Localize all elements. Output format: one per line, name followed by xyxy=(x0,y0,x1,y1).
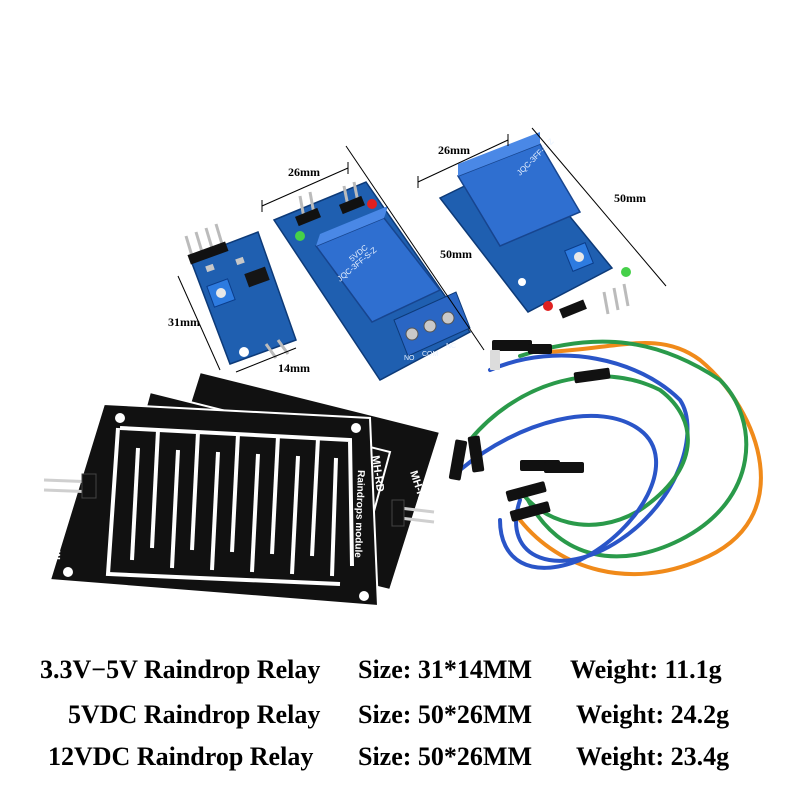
relay-cube-2 xyxy=(456,143,582,247)
relay1-dimension-lines xyxy=(261,145,485,351)
spec-row-2: 5VDC Raindrop Relay Size: 50*26MM Weight… xyxy=(0,700,800,740)
dim-relay2-height: 50mm xyxy=(614,191,646,205)
dim-relay2-width: 26mm xyxy=(438,143,470,157)
jumper-wires xyxy=(458,339,763,577)
dim-small-width: 14mm xyxy=(278,361,310,375)
dim-relay1-width: 26mm xyxy=(288,165,320,179)
led-green-1 xyxy=(295,231,305,241)
dim-small-height: 31mm xyxy=(168,315,200,329)
spec-name-3: 12VDC Raindrop Relay xyxy=(48,742,314,771)
terminal-nc-1: NC xyxy=(446,343,456,350)
comparator-chip xyxy=(244,266,270,288)
sensor-module-label: Raindrops module xyxy=(352,470,366,559)
small-dimension-lines xyxy=(177,275,297,373)
led-red-2 xyxy=(543,301,553,311)
spec-name-2: 5VDC Raindrop Relay xyxy=(68,700,321,729)
small-control-module xyxy=(184,223,297,365)
product-photo: 31mm 14mm 5VDC JQC-3FF-S-Z NO COM NC xyxy=(43,127,763,608)
dupont-connectors xyxy=(448,340,611,522)
sensor-front-model-label: MH-RD xyxy=(49,519,64,560)
spec-size-2: Size: 50*26MM xyxy=(358,700,533,729)
led-red-1 xyxy=(367,199,377,209)
relay2-dimension-lines xyxy=(417,127,667,287)
spec-size-1: Size: 31*14MM xyxy=(358,655,533,684)
relay-module-5v: 5VDC JQC-3FF-S-Z NO COM NC xyxy=(272,181,472,381)
sensor-mid-model-label: MH-RD xyxy=(369,455,386,493)
terminal-com-1: COM xyxy=(422,351,439,358)
spec-row-3: 12VDC Raindrop Relay Size: 50*26MM Weigh… xyxy=(0,742,800,782)
spec-row-1: 3.3V−5V Raindrop Relay Size: 31*14MM Wei… xyxy=(0,655,800,695)
rain-sensor-front: MH-RD Raindrops module MH-RD xyxy=(48,402,386,608)
terminal-no-1: NO xyxy=(404,355,415,362)
spec-name-1: 3.3V−5V Raindrop Relay xyxy=(40,655,321,684)
spec-weight-1: Weight: 11.1g xyxy=(570,655,722,684)
spec-weight-3: Weight: 23.4g xyxy=(576,742,730,771)
dim-relay1-height: 50mm xyxy=(440,247,472,261)
header-pins-small xyxy=(184,223,224,257)
led-green-2 xyxy=(621,267,631,277)
spec-size-3: Size: 50*26MM xyxy=(358,742,533,771)
spec-weight-2: Weight: 24.2g xyxy=(576,700,730,729)
sensor-comb-traces xyxy=(105,426,354,586)
relay-module-12v: JQC-3FF-S-Z xyxy=(438,132,631,319)
